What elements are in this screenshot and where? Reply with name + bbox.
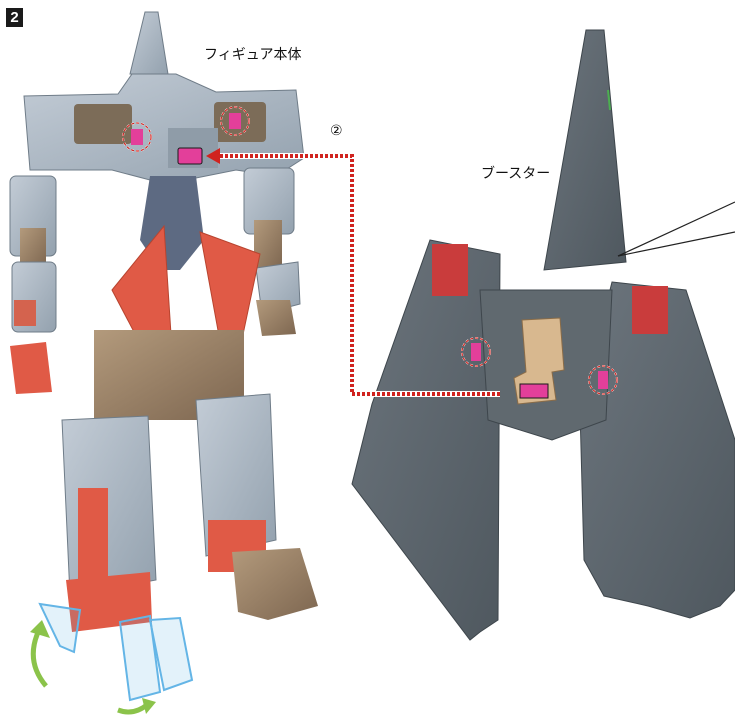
figure-connector-right <box>220 106 250 136</box>
booster-connector-part <box>513 317 565 405</box>
step-number-badge: 2 <box>6 8 23 27</box>
figure-connector-left <box>122 122 152 152</box>
left-leg <box>61 415 157 632</box>
right-arm <box>243 167 301 336</box>
booster-label: ブースター <box>481 166 551 182</box>
booster-right-wing <box>579 281 735 619</box>
guide-arrowhead-icon <box>206 148 220 164</box>
rotate-arrow-up-icon <box>30 626 48 688</box>
booster <box>351 29 735 641</box>
callout-line-a <box>617 201 735 257</box>
right-leg <box>195 393 318 620</box>
right-wing-plate <box>199 231 261 397</box>
figure-body <box>9 11 318 715</box>
callout-line-b <box>617 231 735 257</box>
connection-marker-label: ② <box>330 123 343 139</box>
booster-connector-right <box>588 365 618 395</box>
booster-left-intake <box>432 244 468 296</box>
figure-body-label: フィギュア本体 <box>204 47 302 63</box>
booster-connector-left <box>461 337 491 367</box>
booster-spike <box>543 29 627 271</box>
figure-booster-socket <box>177 147 203 165</box>
head-fin <box>129 11 169 75</box>
back-recess-left <box>74 104 132 144</box>
ghost-foot-outline <box>38 602 194 702</box>
booster-right-intake <box>632 286 668 334</box>
rotate-arrow-right-icon <box>117 702 150 715</box>
left-arm <box>9 175 57 394</box>
booster-left-wing <box>351 239 501 641</box>
